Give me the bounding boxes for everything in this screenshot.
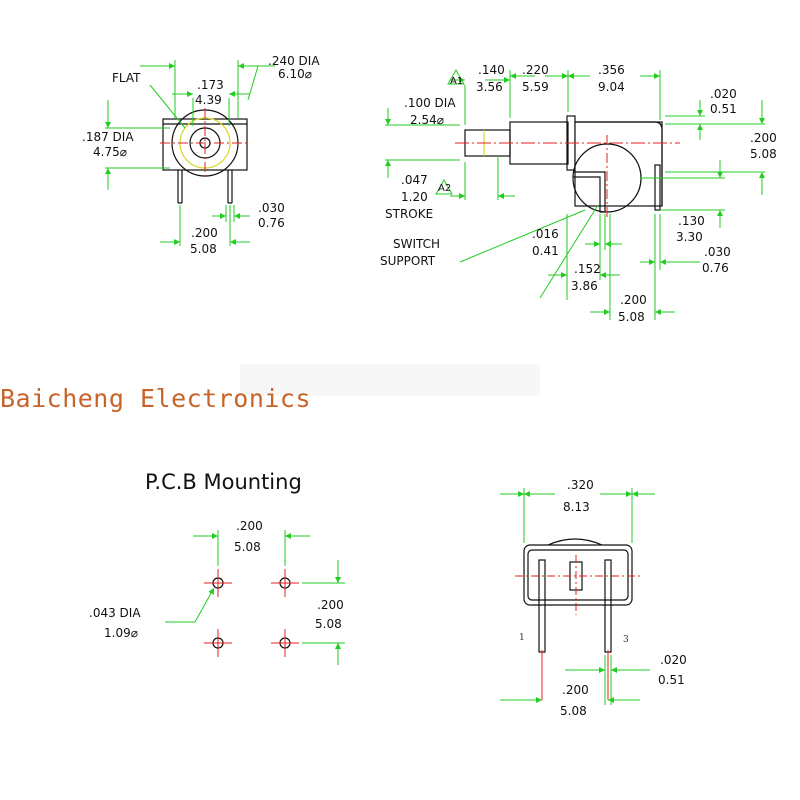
pcb-h-spacing-mm: 5.08 bbox=[234, 540, 261, 554]
front-pin-width-mm: 0.76 bbox=[258, 216, 285, 230]
side-pin-width-mm: 0.76 bbox=[702, 261, 729, 275]
front-width-in: .173 bbox=[197, 78, 224, 92]
len1-mm: 5.59 bbox=[522, 80, 549, 94]
stroke-in: .047 bbox=[401, 173, 428, 187]
side-body-outline bbox=[574, 121, 663, 207]
bottom-pin-width-in: .020 bbox=[660, 653, 687, 667]
pcb-v-spacing-mm: 5.08 bbox=[315, 617, 342, 631]
bottom-pitch-in: .200 bbox=[562, 683, 589, 697]
stroke-label: STROKE bbox=[385, 207, 433, 221]
pcb-hole-dia-mm: 1.09⌀ bbox=[104, 626, 138, 640]
pcb-hole bbox=[271, 569, 299, 597]
offset1-in: .152 bbox=[574, 262, 601, 276]
pcb-hole bbox=[271, 629, 299, 657]
top-thickness-mm: 0.51 bbox=[710, 102, 737, 116]
bottom-pin-width-mm: 0.51 bbox=[658, 673, 685, 687]
a2-marker: A2 bbox=[438, 183, 451, 194]
switch-support-line1: SWITCH bbox=[393, 237, 440, 251]
pin-3-label: 3 bbox=[623, 635, 629, 645]
actuator-dia-in: .100 DIA bbox=[404, 96, 456, 110]
len2-in: .356 bbox=[598, 63, 625, 77]
support-gap-mm: 0.41 bbox=[532, 244, 559, 258]
front-outer-dia-in: .240 DIA bbox=[268, 54, 320, 68]
pin-1 bbox=[538, 559, 546, 653]
support-gap-in: .016 bbox=[532, 227, 559, 241]
side-pin-pitch-in: .200 bbox=[620, 293, 647, 307]
offset1-mm: 3.86 bbox=[571, 279, 598, 293]
front-inner-dia-mm: 4.75⌀ bbox=[93, 145, 127, 159]
front-inner-dia-in: .187 DIA bbox=[82, 130, 134, 144]
stroke-mm: 1.20 bbox=[401, 190, 428, 204]
switch-support-line2: SUPPORT bbox=[380, 254, 436, 268]
pin-1-label: 1 bbox=[519, 633, 525, 643]
pcb-v-spacing-in: .200 bbox=[317, 598, 344, 612]
flat-label: FLAT bbox=[112, 71, 141, 85]
pcb-hole-dia-in: .043 DIA bbox=[89, 606, 141, 620]
pcb-title: P.C.B Mounting bbox=[145, 470, 302, 494]
pcb-h-spacing-in: .200 bbox=[236, 519, 263, 533]
front-pin-width-in: .030 bbox=[258, 201, 285, 215]
side-height-mm: 5.08 bbox=[750, 147, 777, 161]
side-pin-width-in: .030 bbox=[704, 245, 731, 259]
a1-marker: A1 bbox=[450, 76, 463, 87]
a1-dim-in: .140 bbox=[478, 63, 505, 77]
brand-watermark: Baicheng Electronics bbox=[0, 384, 312, 413]
bottom-body-outline bbox=[523, 544, 633, 606]
front-outer-dia-mm: 6.10⌀ bbox=[278, 67, 312, 81]
pin-length-mm: 3.30 bbox=[676, 230, 703, 244]
bottom-view: 1 3 .320 8.13 .020 0.51 .200 5.08 bbox=[500, 478, 687, 718]
front-width-mm: 4.39 bbox=[195, 93, 222, 107]
top-thickness-in: .020 bbox=[710, 87, 737, 101]
a1-marker-triangle bbox=[447, 68, 465, 85]
front-pin-spacing-mm: 5.08 bbox=[190, 242, 217, 256]
pcb-hole bbox=[204, 569, 232, 597]
actuator-dia-mm: 2.54⌀ bbox=[410, 113, 444, 127]
side-height-in: .200 bbox=[750, 131, 777, 145]
front-view: FLAT .240 DIA 6.10⌀ .173 4.39 .187 DIA 4… bbox=[82, 54, 320, 256]
pin-length-in: .130 bbox=[678, 214, 705, 228]
pcb-hole bbox=[204, 629, 232, 657]
pin-3 bbox=[604, 559, 612, 653]
bottom-width-in: .320 bbox=[567, 478, 594, 492]
pcb-mounting: P.C.B Mounting bbox=[89, 470, 345, 665]
faint-band bbox=[240, 364, 540, 396]
front-pin-spacing-in: .200 bbox=[191, 226, 218, 240]
bottom-width-mm: 8.13 bbox=[563, 500, 590, 514]
side-pin-pitch-mm: 5.08 bbox=[618, 310, 645, 324]
bottom-pitch-mm: 5.08 bbox=[560, 704, 587, 718]
len2-mm: 9.04 bbox=[598, 80, 625, 94]
side-view: A1 A2 .140 3.56 .220 5.59 .356 9.04 .020… bbox=[380, 63, 777, 324]
a1-dim-mm: 3.56 bbox=[476, 80, 503, 94]
a2-marker-triangle bbox=[435, 178, 453, 195]
len1-in: .220 bbox=[522, 63, 549, 77]
